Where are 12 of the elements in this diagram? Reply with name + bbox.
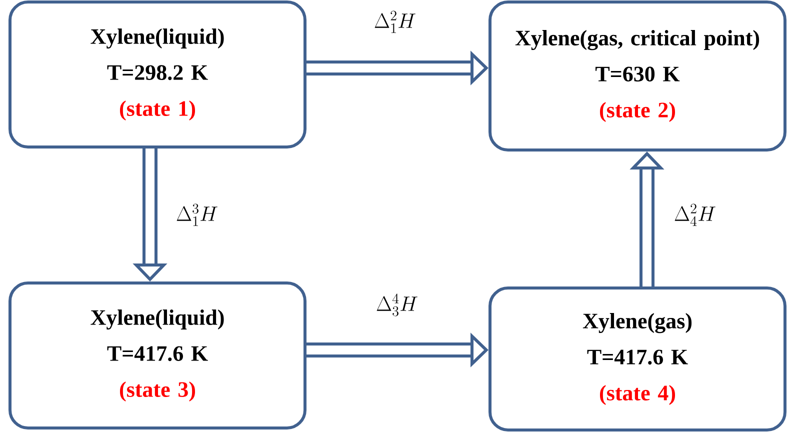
edge-label: $\Delta_3^4 H$ [376,294,418,316]
state-box [488,0,786,152]
state-box [8,0,306,148]
edge-label: $\Delta_1^2 H$ [374,10,416,33]
state-text: Xylene(gas, critical point) T=630 K (state 2) [515,30,760,122]
edge-label: $\Delta_4^2 H$ [674,204,716,226]
state-box [8,282,306,430]
state-text: Xylene(gas) T=417.6 K (state 4) [582,313,692,405]
state-text: Xylene(liquid) T=417.6 K (state 3) [90,310,224,402]
state-box [488,286,786,432]
edge-label: $\Delta_1^3 H$ [176,204,218,226]
state-text: Xylene(liquid) T=298.2 K (state 1) [90,28,224,120]
